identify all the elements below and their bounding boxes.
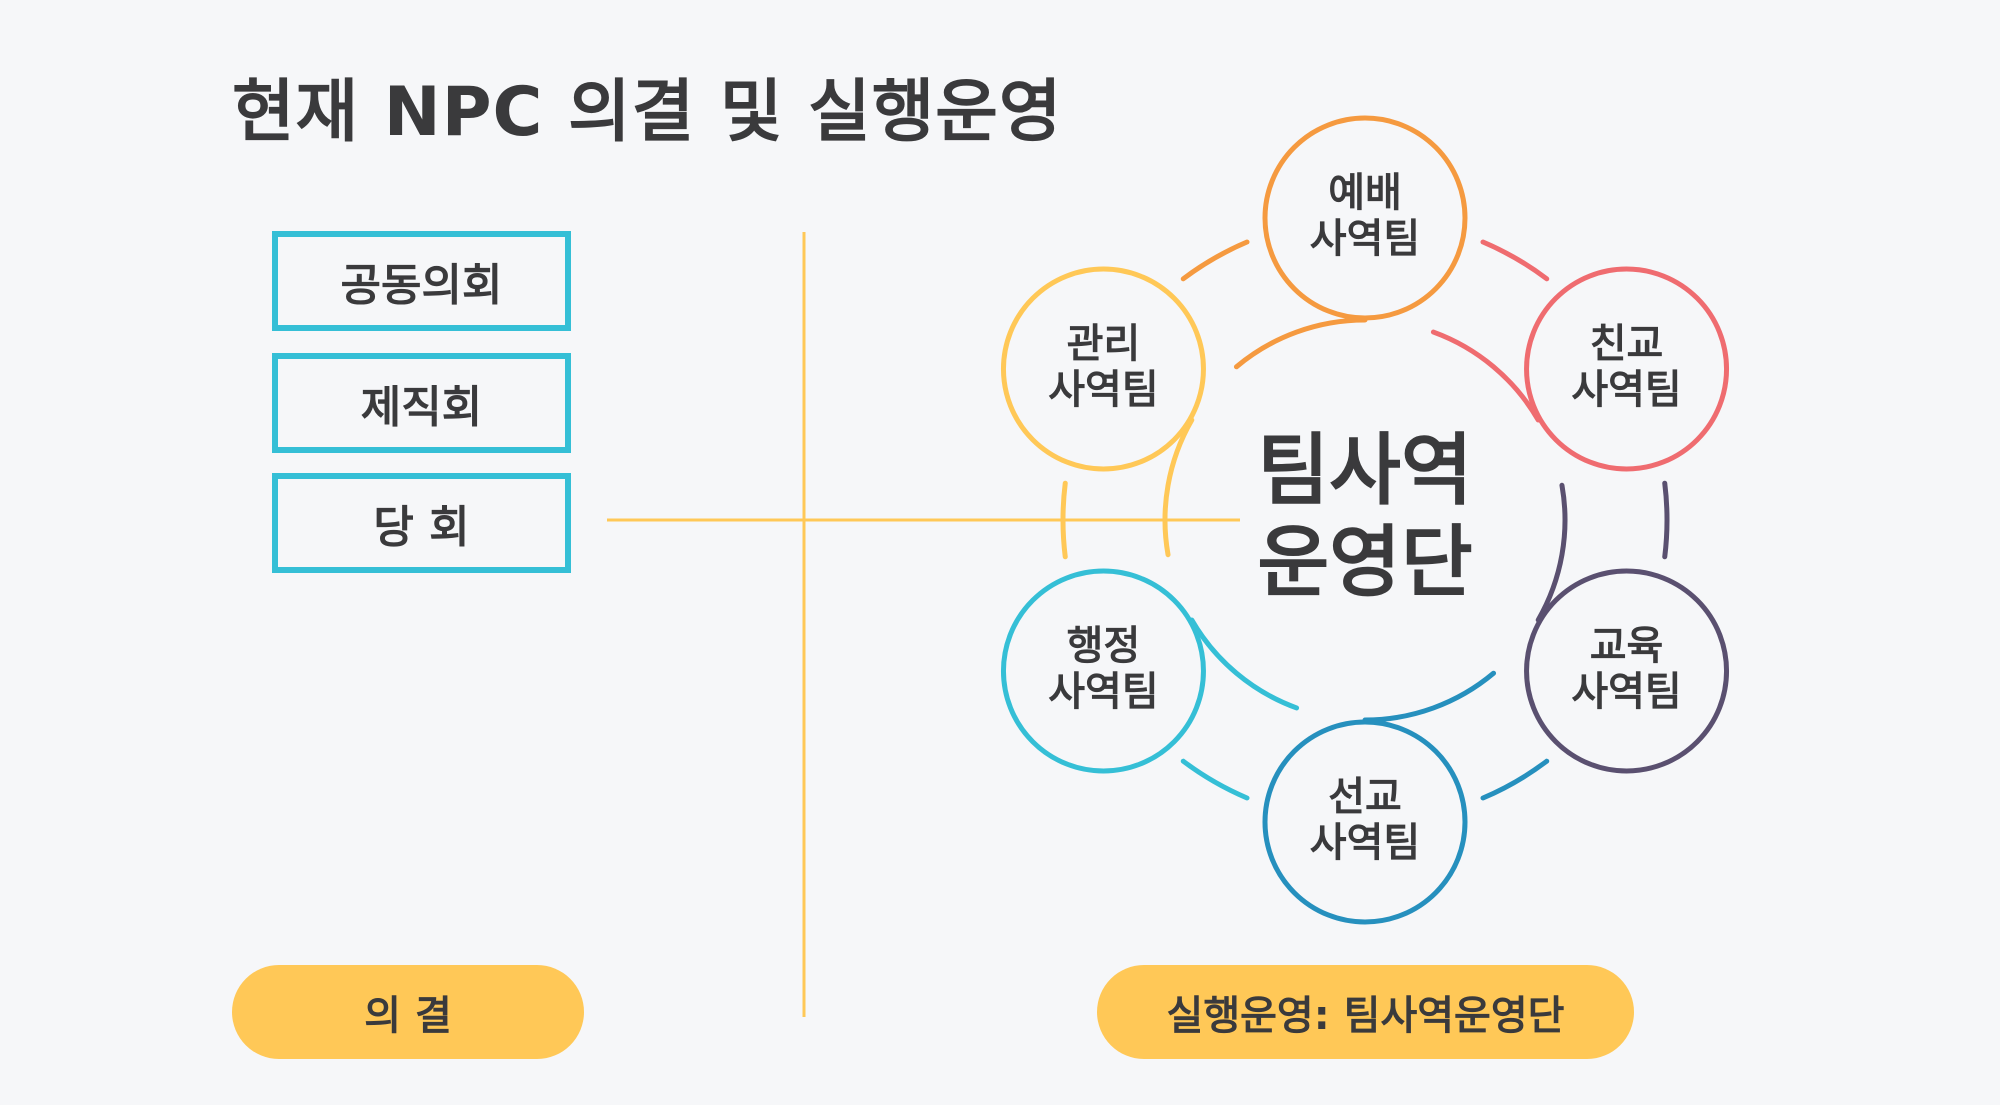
team-name: 관리 xyxy=(1066,321,1141,367)
council-label: 제직회 xyxy=(360,382,483,433)
outer-arc xyxy=(1480,758,1550,801)
team-circle xyxy=(1262,719,1468,925)
team-circle xyxy=(1000,568,1206,774)
council-box-joint: 공동의회 xyxy=(272,231,571,331)
council-box-officers: 제직회 xyxy=(272,353,571,453)
team-circle xyxy=(1000,266,1206,472)
outer-arc xyxy=(1480,239,1550,282)
team-suffix: 사역팀 xyxy=(1571,669,1682,715)
inner-arc xyxy=(1535,482,1568,623)
team-suffix: 사역팀 xyxy=(1048,367,1159,413)
decision-pill: 의 결 xyxy=(232,965,584,1059)
team-circle xyxy=(1524,568,1730,774)
team-name: 친교 xyxy=(1589,321,1664,367)
team-name: 교육 xyxy=(1589,623,1664,669)
outer-arc xyxy=(1060,480,1068,560)
council-label: 공동의회 xyxy=(340,260,503,311)
team-suffix: 사역팀 xyxy=(1571,367,1682,413)
inner-arc xyxy=(1430,329,1541,423)
inner-arc xyxy=(1362,670,1497,723)
council-label: 당 회 xyxy=(373,502,470,553)
execution-label: 실행운영: 팀사역운영단 xyxy=(1166,993,1565,1039)
team-name: 예배 xyxy=(1328,170,1402,216)
outer-arc xyxy=(1662,480,1670,560)
outer-arc xyxy=(1180,239,1250,282)
council-box-session: 당 회 xyxy=(272,473,571,573)
inner-arc xyxy=(1189,617,1300,711)
outer-arc xyxy=(1180,758,1250,801)
page-title: 현재 NPC 의결 및 실행운영 xyxy=(232,73,1063,152)
team-name: 행정 xyxy=(1066,623,1141,669)
center-line1: 팀사역 xyxy=(1257,426,1473,516)
team-suffix: 사역팀 xyxy=(1048,669,1159,715)
center-title: 팀사역 운영단 xyxy=(1215,425,1515,609)
team-suffix: 사역팀 xyxy=(1309,216,1421,262)
inner-arc xyxy=(1162,417,1195,558)
team-suffix: 사역팀 xyxy=(1309,820,1421,866)
center-line2: 운영단 xyxy=(1257,518,1473,608)
team-name: 선교 xyxy=(1328,774,1402,820)
team-circle xyxy=(1524,266,1730,472)
team-circle xyxy=(1262,115,1468,321)
execution-pill: 실행운영: 팀사역운영단 xyxy=(1097,965,1634,1059)
decision-label: 의 결 xyxy=(364,993,452,1039)
inner-arc xyxy=(1233,317,1368,370)
